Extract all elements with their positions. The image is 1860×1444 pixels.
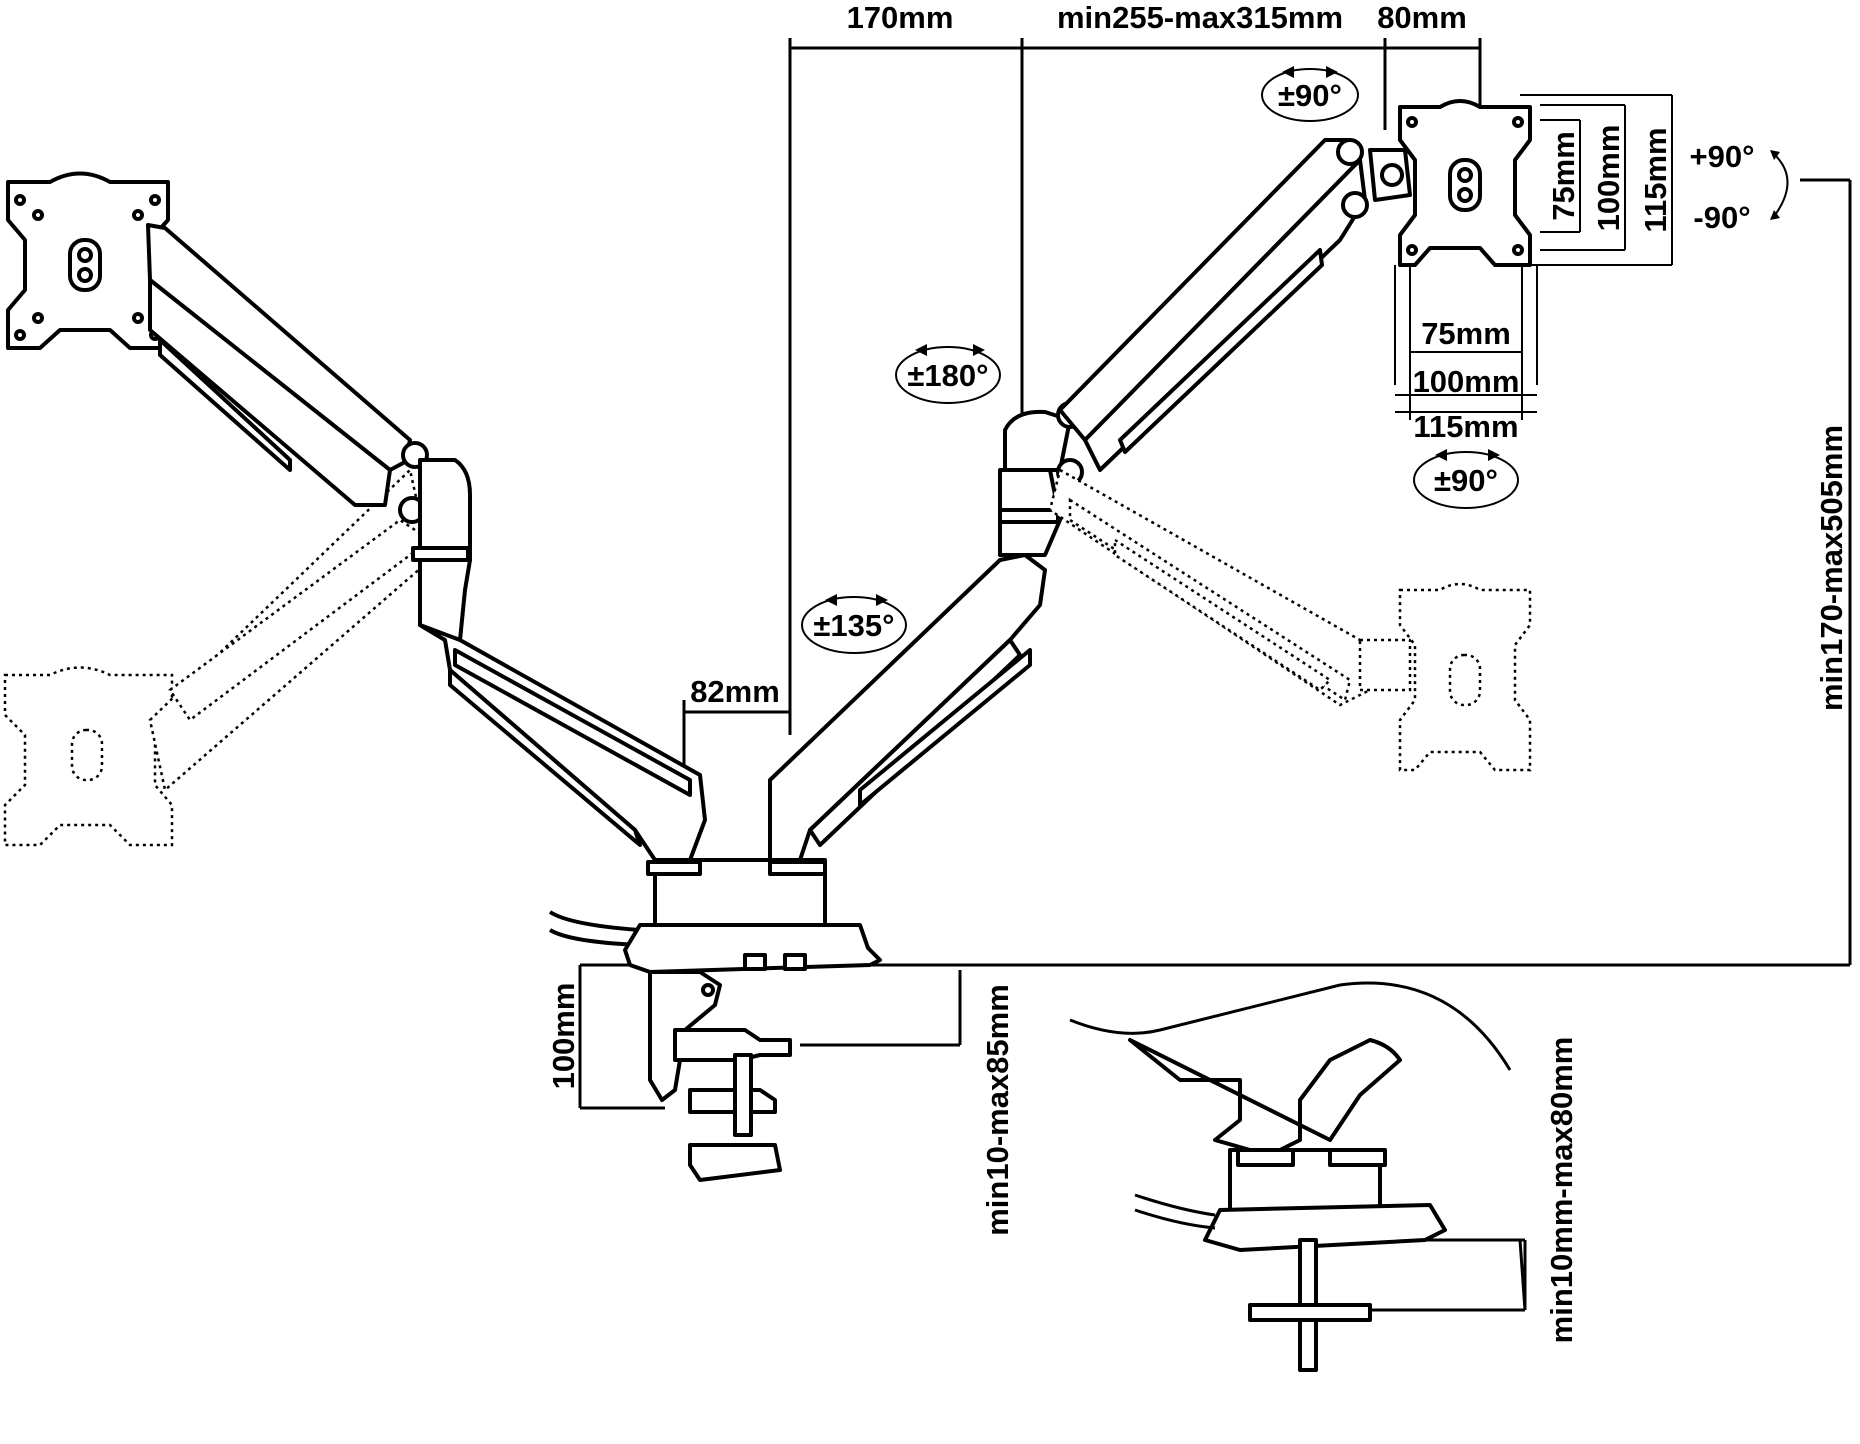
label-rot-swivel-arm: ±180° [907, 358, 988, 393]
rotation-symbols [801, 66, 1789, 654]
right-vesa-plate [1398, 99, 1532, 267]
label-top-span-2: min255-max315mm [1057, 0, 1343, 35]
right-vesa-plate-lowered [1398, 582, 1532, 772]
label-rot-tilt: ±90° [1278, 78, 1342, 113]
label-desk-thickness-grommet: min10mm-max80mm [1544, 1037, 1579, 1344]
label-vesa-v-75: 75mm [1546, 131, 1581, 221]
label-top-span-3: 80mm [1377, 0, 1467, 35]
dimension-lines [578, 38, 1852, 1312]
label-top-span-1: 170mm [847, 0, 954, 35]
label-vesa-v-100: 100mm [1591, 125, 1626, 232]
right-arm [768, 138, 1412, 862]
rotation-symbol-swivel-base [801, 596, 907, 654]
label-tilt-down: -90° [1693, 200, 1750, 235]
label-desk-thickness-clamp: min10-max85mm [980, 984, 1015, 1236]
label-rot-plate: ±90° [1434, 463, 1498, 498]
rotation-symbol-tilt [1261, 68, 1359, 122]
tilt-arc [1774, 154, 1789, 216]
rotation-symbol-rotate-plate [1413, 451, 1519, 509]
label-rot-swivel-base: ±135° [813, 608, 894, 643]
left-arm [146, 223, 707, 862]
label-vesa-v-115: 115mm [1638, 127, 1673, 232]
rotation-symbol-swivel-arm [895, 346, 1001, 404]
base-clamp [548, 858, 882, 1182]
label-vesa-h-75: 75mm [1421, 316, 1511, 351]
label-vesa-h-100: 100mm [1413, 364, 1520, 399]
left-vesa-plate-lowered [3, 467, 433, 847]
right-arm-lowered [1048, 468, 1412, 707]
grommet-inset [1069, 981, 1512, 1372]
label-vesa-h-115: 115mm [1413, 409, 1518, 444]
label-base-gap: 82mm [690, 674, 780, 709]
label-clamp-depth: 100mm [546, 983, 581, 1090]
label-tilt-up: +90° [1690, 139, 1755, 174]
left-vesa-plate [6, 171, 170, 350]
labels: 170mm min255-max315mm 80mm 82mm ±90° ±18… [546, 0, 1849, 1343]
label-height-range: min170-max505mm [1814, 425, 1849, 711]
